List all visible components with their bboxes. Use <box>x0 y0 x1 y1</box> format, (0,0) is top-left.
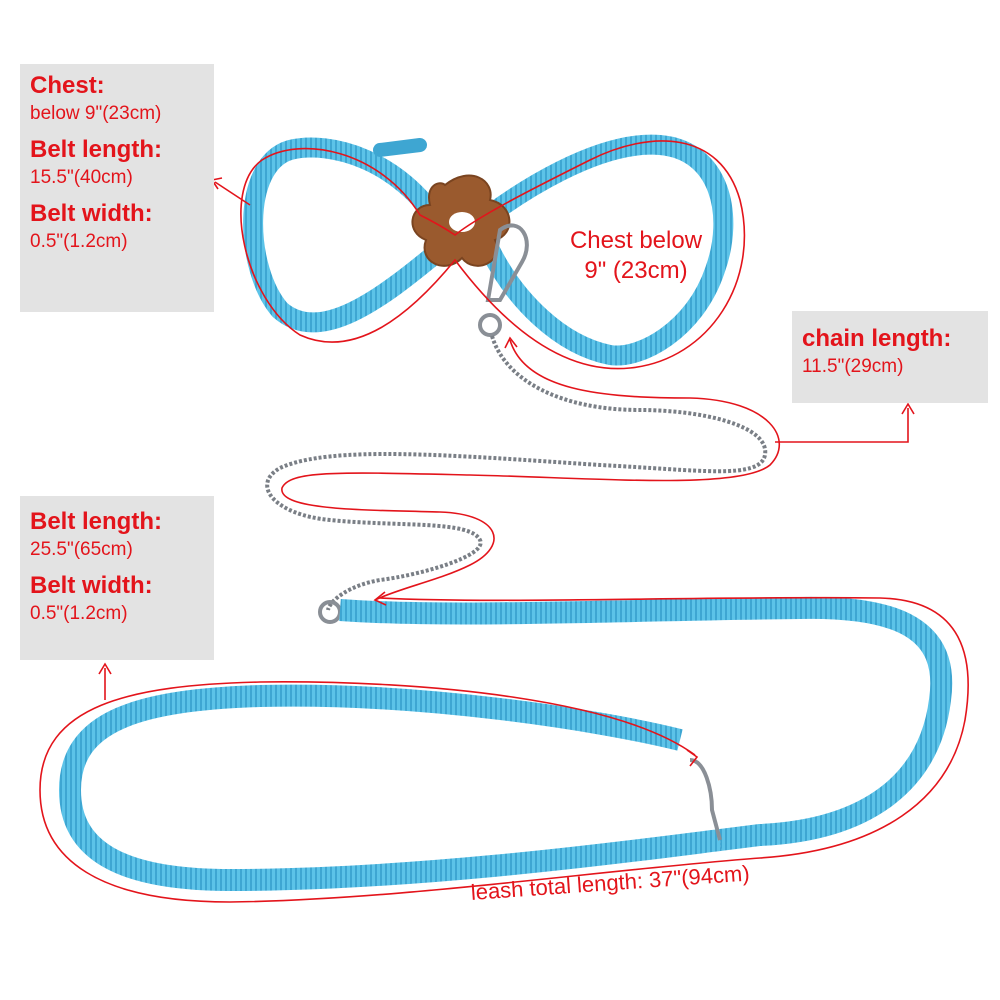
leash-outline <box>39 596 969 903</box>
chest-note-line1: Chest below <box>569 227 703 254</box>
chest-note: Chest below 9" (23cm) <box>536 226 736 286</box>
leash-clip <box>689 758 722 841</box>
harness-left-loop <box>243 137 450 333</box>
leash-belt-length-value: 25.5"(65cm) <box>30 539 133 560</box>
chest-outline <box>240 140 746 370</box>
leash-arrowhead-panel <box>98 662 112 675</box>
harness-right-loop <box>460 134 734 366</box>
bead-chain <box>265 335 768 611</box>
leash-belt-width-label: Belt width: <box>30 572 153 599</box>
chest-value: below 9"(23cm) <box>30 103 162 124</box>
leash-big-loop <box>58 684 722 892</box>
chain-arrowhead-bottom <box>373 591 387 606</box>
chain-arrowhead-panel <box>901 402 915 415</box>
leash-belt-width-value: 0.5"(1.2cm) <box>30 603 128 624</box>
chest-arrow-line <box>214 181 251 206</box>
harness-top-buckle <box>373 138 427 157</box>
chain-arrow-line <box>775 408 909 443</box>
annotation-outlines <box>39 140 969 903</box>
leash-top-strap <box>339 596 953 851</box>
harness <box>243 134 734 366</box>
chest-note-line2: 9" (23cm) <box>584 257 688 284</box>
flower-buckle-hole <box>449 212 475 232</box>
chain-outline <box>281 339 781 601</box>
chest-spec-panel: Chest: below 9"(23cm) Belt length: 15.5"… <box>20 64 214 312</box>
harness-ring <box>478 313 502 337</box>
harness-clip <box>485 223 529 302</box>
harness-belt-width-value: 0.5"(1.2cm) <box>30 231 128 252</box>
chain-length-value: 11.5"(29cm) <box>802 356 904 377</box>
harness-belt-length-label: Belt length: <box>30 136 162 163</box>
chest-label: Chest: <box>30 72 105 99</box>
leash-belt-length-label: Belt length: <box>30 508 162 535</box>
chain-length-label: chain length: <box>802 325 952 352</box>
leash-arrowhead <box>686 749 699 767</box>
leash-spec-panel: Belt length: 25.5"(65cm) Belt width: 0.5… <box>20 496 214 660</box>
chain-arrowhead-top <box>504 336 518 349</box>
harness-belt-length-value: 15.5"(40cm) <box>30 167 133 188</box>
chain-spec-panel: chain length: 11.5"(29cm) <box>792 311 988 403</box>
harness-belt-width-label: Belt width: <box>30 200 153 227</box>
